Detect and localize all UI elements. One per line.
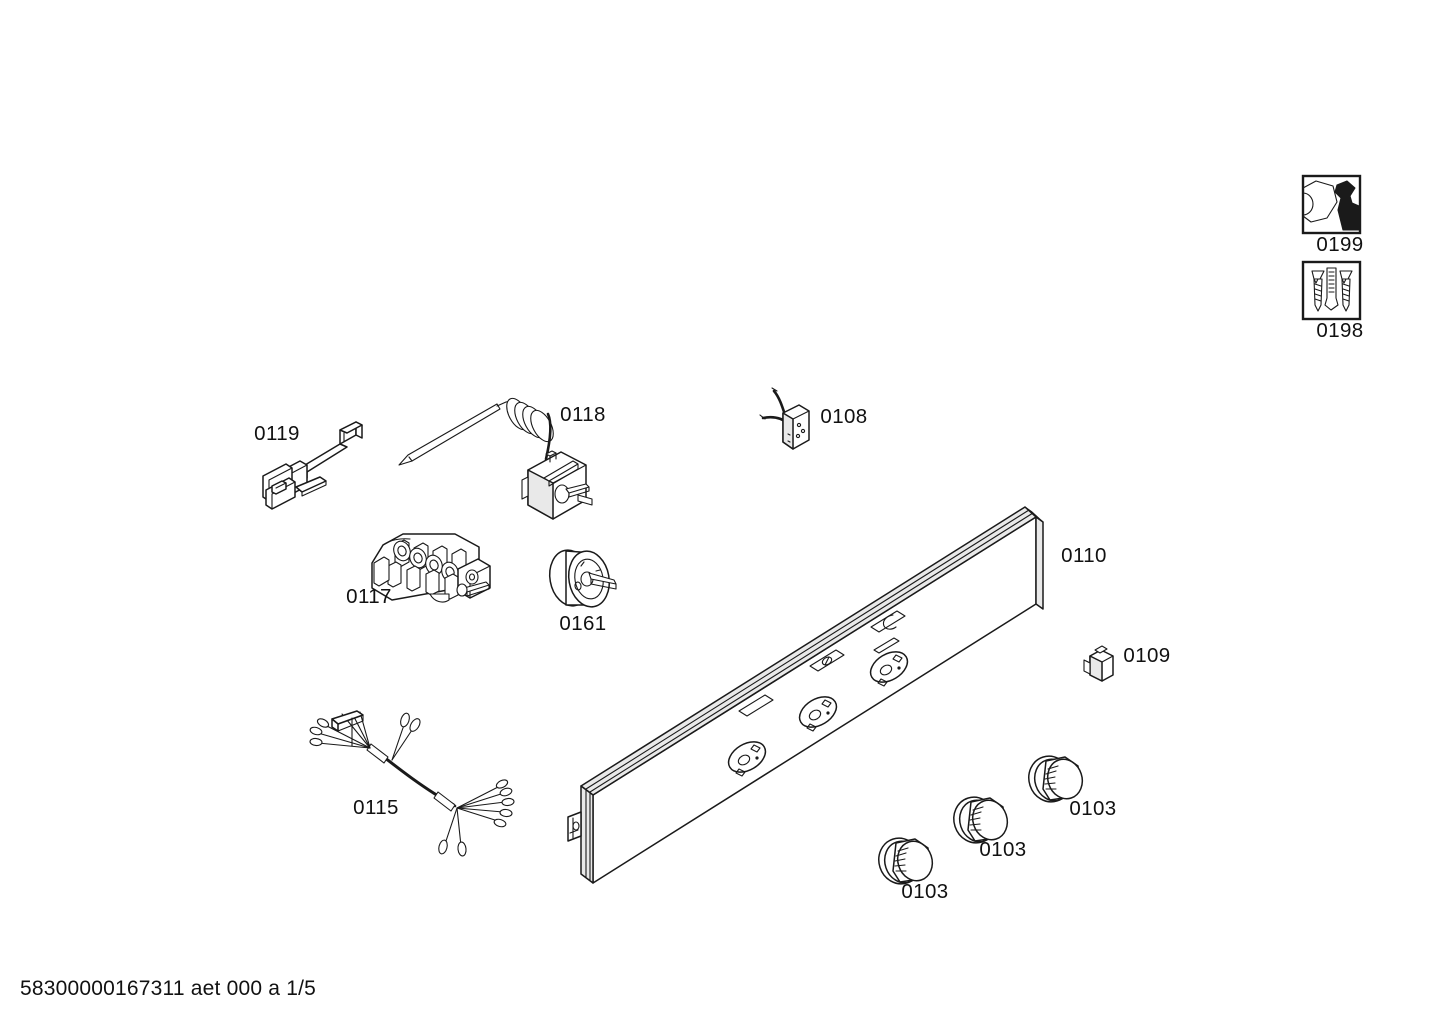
part-0117-selector-switch: 0117 xyxy=(346,533,491,608)
part-icon-0198: 0198 xyxy=(1301,260,1363,342)
part-0103-knob-left: 0103 xyxy=(878,837,948,903)
part-number-0199: 0199 xyxy=(1316,233,1363,256)
knob-aperture-middle xyxy=(798,696,838,732)
part-0103-knob-right: 0103 xyxy=(1028,755,1116,820)
indicator-slot-right xyxy=(873,637,900,654)
part-0103-knob-middle: 0103 xyxy=(953,796,1026,861)
part-number-0103-middle: 0103 xyxy=(979,838,1026,861)
indicator-window-left xyxy=(738,694,774,717)
part-number-0109: 0109 xyxy=(1123,644,1170,667)
part-0119-bracket: 0119 xyxy=(254,421,363,510)
part-number-0108: 0108 xyxy=(820,405,867,428)
indicator-window-top-right xyxy=(870,610,906,633)
part-0118-thermostat: 0118 xyxy=(398,397,606,520)
indicator-window-middle xyxy=(809,649,845,672)
part-number-0115: 0115 xyxy=(353,796,399,819)
part-icon-0199: 0199 xyxy=(1301,174,1363,256)
part-0115-wiring-harness: 0115 xyxy=(309,710,515,857)
part-0110-control-panel: 0110 xyxy=(567,506,1107,884)
part-number-0103-left: 0103 xyxy=(901,880,948,903)
knob-aperture-left xyxy=(727,741,767,777)
part-number-0161: 0161 xyxy=(559,612,606,635)
part-0109-connector: 0109 xyxy=(1083,644,1170,682)
part-number-0118: 0118 xyxy=(560,403,606,426)
part-number-0119: 0119 xyxy=(254,422,300,445)
part-0161-timer-switch: 0161 xyxy=(548,549,617,635)
part-number-0110: 0110 xyxy=(1061,544,1107,567)
part-number-0117: 0117 xyxy=(346,585,392,608)
part-number-0198: 0198 xyxy=(1316,319,1363,342)
part-0108-lamp: 0108 xyxy=(759,387,867,450)
part-number-0103-right: 0103 xyxy=(1069,797,1116,820)
document-reference-footer: 58300000167311 aet 000 a 1/5 xyxy=(20,977,316,1000)
knob-aperture-right xyxy=(869,651,909,687)
